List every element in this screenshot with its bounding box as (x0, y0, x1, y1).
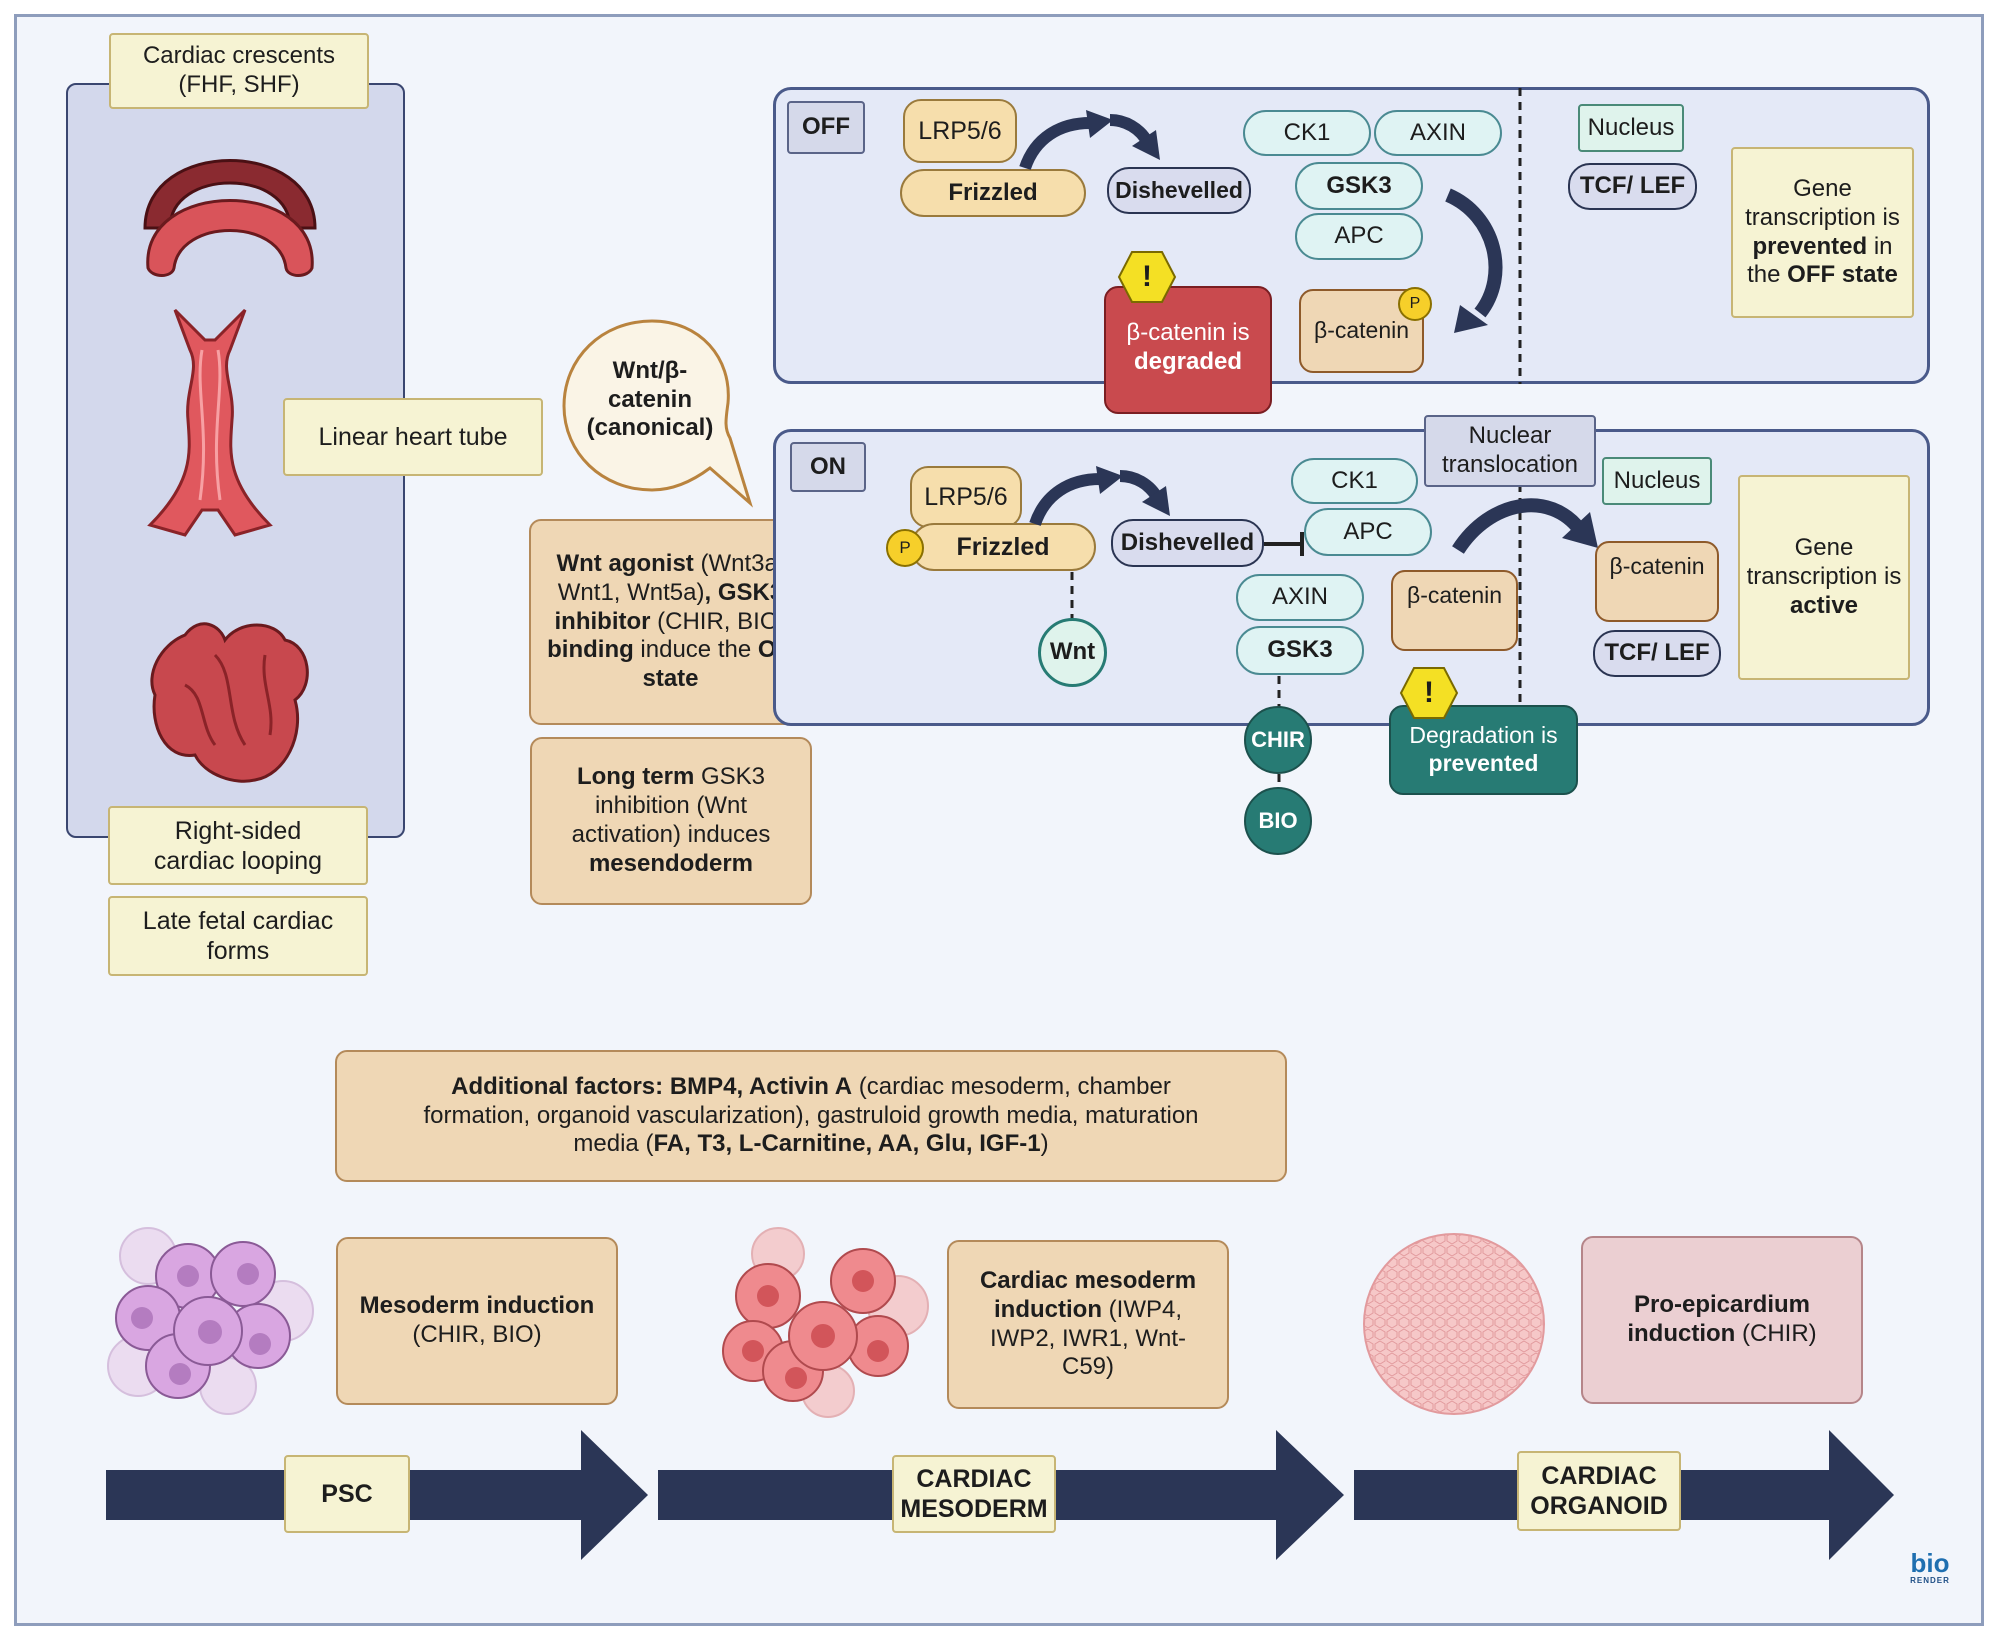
cardiac-crescent-illustration (143, 159, 317, 277)
on-nuclear-membrane-line (1518, 470, 1522, 730)
off-gene-transcription-box: Gene transcription is prevented in the O… (1731, 147, 1914, 318)
cardiac-mesoderm-induction-box: Cardiac mesoderm induction (IWP4, IWP2, … (947, 1240, 1229, 1409)
biorender-logo-bio: bio (1910, 1548, 1950, 1578)
off-degradation-arrow (1444, 188, 1503, 333)
off-phospho-badge: P (1398, 287, 1432, 321)
cardiac-organoid-illustration (1363, 1233, 1545, 1415)
off-tcf-lef: TCF/ LEF (1568, 163, 1697, 210)
long-term-inhibition-box: Long term GSK3 inhibition (Wnt activatio… (530, 737, 812, 905)
psc-cells-illustration (107, 1227, 314, 1415)
on-dishevelled: Dishevelled (1111, 519, 1264, 567)
off-degraded-box (1104, 286, 1272, 414)
off-gene-transcription-text: Gene transcription is prevented in the O… (1745, 174, 1900, 289)
off-activation-arrows (1019, 110, 1160, 171)
on-activation-arrows (1029, 466, 1170, 527)
mesoderm-induction-box: Mesoderm induction (CHIR, BIO) (336, 1237, 618, 1405)
additional-factors-text: Additional factors: BMP4, Activin A (car… (423, 1072, 1199, 1158)
stage-label-psc: PSC (284, 1455, 410, 1533)
looped-heart-illustration (150, 622, 309, 783)
on-gsk3: GSK3 (1236, 626, 1364, 675)
on-inhibition-line (1264, 532, 1304, 556)
on-chir-inhibitor: CHIR (1244, 706, 1312, 774)
pro-epicardium-induction-text: Pro-epicardium induction (CHIR) (1627, 1291, 1817, 1347)
callout-bubble-shape (562, 319, 753, 508)
label-late-fetal-forms: Late fetal cardiac forms (108, 896, 368, 976)
on-warning-mark: ! (1424, 676, 1434, 709)
off-nuclear-membrane-line (1518, 88, 1522, 384)
biorender-logo-render: RENDER (1910, 1576, 1950, 1585)
off-frizzled: Frizzled (900, 169, 1086, 217)
on-nucleus-label: Nucleus (1602, 457, 1712, 505)
off-dishevelled: Dishevelled (1107, 167, 1251, 214)
on-bcatenin-cytoplasm: β-catenin (1391, 570, 1518, 651)
off-ck1: CK1 (1243, 110, 1371, 156)
on-ck1: CK1 (1291, 458, 1418, 504)
off-axin: AXIN (1374, 110, 1502, 156)
biorender-logo: bio RENDER (1900, 1550, 1960, 1594)
on-nuclear-translocation-label: Nuclear translocation (1424, 415, 1596, 487)
label-cardiac-crescents: Cardiac crescents (FHF, SHF) (109, 33, 369, 109)
off-warning-icon (1117, 251, 1177, 303)
off-nucleus-label: Nucleus (1578, 104, 1684, 152)
stage-label-cardiac-mesoderm: CARDIAC MESODERM (892, 1455, 1056, 1533)
on-gene-transcription-box: Gene transcription is active (1738, 475, 1910, 680)
stage-label-cardiac-organoid: CARDIAC ORGANOID (1517, 1451, 1681, 1531)
pro-epicardium-induction-box: Pro-epicardium induction (CHIR) (1581, 1236, 1863, 1404)
off-warning-mark: ! (1142, 260, 1152, 293)
on-tcf-lef: TCF/ LEF (1593, 630, 1721, 677)
off-lrp56: LRP5/6 (903, 99, 1017, 163)
on-apc: APC (1304, 508, 1432, 556)
callout-wnt-canonical: Wnt/β- catenin (canonical) (586, 356, 714, 442)
on-axin: AXIN (1236, 574, 1364, 621)
wnt-agonist-box: Wnt agonist (Wnt3a, Wnt1, Wnt5a), GSK3 i… (529, 519, 812, 725)
off-gsk3: GSK3 (1295, 162, 1423, 210)
mesoderm-induction-text: Mesoderm induction (CHIR, BIO) (359, 1292, 595, 1348)
cardiac-mesoderm-cells-illustration (722, 1227, 929, 1418)
on-wnt-ligand: Wnt (1038, 618, 1107, 687)
on-frizzled: Frizzled (910, 523, 1096, 571)
on-lrp56: LRP5/6 (910, 466, 1022, 528)
on-translocation-arrow (1452, 498, 1598, 554)
on-gene-transcription-text: Gene transcription is active (1746, 534, 1902, 619)
on-bcatenin-nucleus: β-catenin (1595, 541, 1719, 622)
cardiac-mesoderm-induction-text: Cardiac mesoderm induction (IWP4, IWP2, … (979, 1266, 1197, 1381)
linear-heart-tube-illustration (147, 308, 273, 537)
on-warning-icon (1399, 667, 1459, 719)
wnt-agonist-text: Wnt agonist (Wnt3a, Wnt1, Wnt5a), GSK3 i… (547, 550, 794, 693)
off-apc: APC (1295, 213, 1423, 260)
on-state-label: ON (790, 442, 866, 492)
label-linear-heart-tube: Linear heart tube (283, 398, 543, 476)
on-phospho-badge: P (886, 529, 924, 567)
on-bio-inhibitor: BIO (1244, 787, 1312, 855)
long-term-inhibition-text: Long term GSK3 inhibition (Wnt activatio… (571, 763, 771, 877)
additional-factors-box: Additional factors: BMP4, Activin A (car… (335, 1050, 1287, 1182)
label-right-sided-looping: Right-sided cardiac looping (108, 806, 368, 885)
off-state-label: OFF (787, 101, 865, 154)
